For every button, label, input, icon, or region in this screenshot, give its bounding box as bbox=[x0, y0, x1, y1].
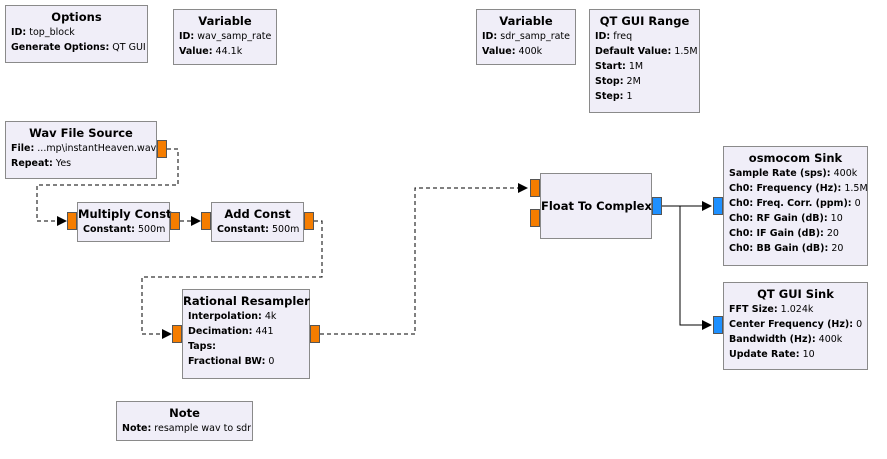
block-title: Wav File Source bbox=[29, 126, 133, 140]
add-const-in-port[interactable] bbox=[201, 212, 211, 230]
wire-resampler-to-f2c bbox=[320, 183, 528, 335]
param-note: Note: resample wav to sdr bbox=[122, 423, 252, 434]
multiply-const-out-port[interactable] bbox=[170, 212, 180, 230]
param-constant: Constant: 500m bbox=[217, 224, 300, 235]
param-interpolation: Interpolation: 4k bbox=[188, 311, 277, 322]
block-title: osmocom Sink bbox=[748, 151, 843, 165]
block-title: Variable bbox=[499, 14, 553, 28]
wav-file-source-out-port[interactable] bbox=[157, 140, 167, 158]
param-value: Value: 400k bbox=[482, 46, 543, 57]
param-id: ID: sdr_samp_rate bbox=[482, 31, 571, 42]
param-stop: Stop: 2M bbox=[595, 76, 641, 87]
multiply-const-block[interactable]: Multiply Const Constant: 500m bbox=[77, 202, 172, 242]
block-title: Rational Resampler bbox=[183, 294, 310, 308]
osmocom-sink-block[interactable]: osmocom Sink Sample Rate (sps): 400k Ch0… bbox=[723, 146, 868, 266]
variable-sdr-samp-rate-block[interactable]: Variable ID: sdr_samp_rate Value: 400k bbox=[476, 9, 576, 65]
options-block[interactable]: Options ID: top_block Generate Options: … bbox=[5, 5, 148, 63]
block-title: Variable bbox=[198, 14, 252, 28]
param-default-value: Default Value: 1.5M bbox=[595, 46, 698, 57]
add-const-block[interactable]: Add Const Constant: 500m bbox=[211, 202, 304, 242]
param-id: ID: wav_samp_rate bbox=[179, 31, 272, 42]
param-if-gain: Ch0: IF Gain (dB): 20 bbox=[729, 228, 839, 239]
param-generate-options: Generate Options: QT GUI bbox=[11, 42, 146, 53]
param-bb-gain: Ch0: BB Gain (dB): 20 bbox=[729, 243, 844, 254]
float-to-complex-out-port[interactable] bbox=[652, 197, 662, 215]
variable-wav-samp-rate-block[interactable]: Variable ID: wav_samp_rate Value: 44.1k bbox=[173, 9, 277, 65]
param-id: ID: freq bbox=[595, 31, 633, 42]
param-file: File: ...mp\instantHeaven.wav bbox=[11, 143, 157, 154]
wire-wav-to-multiply bbox=[36, 148, 179, 226]
qt-gui-sink-in-port[interactable] bbox=[713, 316, 723, 334]
wire-add-to-resampler bbox=[141, 220, 323, 339]
param-freq-corr: Ch0: Freq. Corr. (ppm): 0 bbox=[729, 198, 861, 209]
param-center-frequency: Center Frequency (Hz): 0 bbox=[729, 319, 863, 330]
param-sample-rate: Sample Rate (sps): 400k bbox=[729, 168, 858, 179]
float-to-complex-in-port-1[interactable] bbox=[530, 209, 540, 227]
add-const-out-port[interactable] bbox=[304, 212, 314, 230]
block-title: Note bbox=[169, 406, 200, 420]
multiply-const-in-port[interactable] bbox=[67, 212, 77, 230]
qt-gui-sink-block[interactable]: QT GUI Sink FFT Size: 1.024k Center Freq… bbox=[723, 282, 868, 370]
block-title: Add Const bbox=[224, 207, 291, 221]
rational-resampler-out-port[interactable] bbox=[310, 325, 320, 343]
rational-resampler-in-port[interactable] bbox=[172, 325, 182, 343]
param-decimation: Decimation: 441 bbox=[188, 326, 274, 337]
param-update-rate: Update Rate: 10 bbox=[729, 349, 815, 360]
block-title: QT GUI Range bbox=[599, 14, 690, 28]
param-fractional-bw: Fractional BW: 0 bbox=[188, 356, 275, 367]
param-frequency: Ch0: Frequency (Hz): 1.5M bbox=[729, 183, 868, 194]
param-taps: Taps: bbox=[188, 341, 216, 352]
param-constant: Constant: 500m bbox=[83, 224, 166, 235]
param-rf-gain: Ch0: RF Gain (dB): 10 bbox=[729, 213, 843, 224]
param-step: Step: 1 bbox=[595, 91, 633, 102]
block-title: QT GUI Sink bbox=[757, 287, 834, 301]
qt-gui-range-block[interactable]: QT GUI Range ID: freq Default Value: 1.5… bbox=[589, 9, 700, 113]
wire-f2c-to-qtsink bbox=[679, 206, 712, 330]
block-title: Multiply Const bbox=[78, 207, 172, 221]
param-fft-size: FFT Size: 1.024k bbox=[729, 304, 814, 315]
float-to-complex-in-port-0[interactable] bbox=[530, 179, 540, 197]
osmocom-sink-in-port[interactable] bbox=[713, 197, 723, 215]
rational-resampler-block[interactable]: Rational Resampler Interpolation: 4k Dec… bbox=[182, 289, 310, 379]
note-block[interactable]: Note Note: resample wav to sdr bbox=[116, 401, 253, 441]
param-id: ID: top_block bbox=[11, 27, 75, 38]
float-to-complex-block[interactable]: Float To Complex bbox=[540, 173, 652, 239]
param-repeat: Repeat: Yes bbox=[11, 158, 72, 169]
block-title: Float To Complex bbox=[541, 199, 652, 213]
param-value: Value: 44.1k bbox=[179, 46, 243, 57]
wav-file-source-block[interactable]: Wav File Source File: ...mp\instantHeave… bbox=[5, 121, 157, 179]
param-bandwidth: Bandwidth (Hz): 400k bbox=[729, 334, 843, 345]
block-title: Options bbox=[51, 10, 102, 24]
param-start: Start: 1M bbox=[595, 61, 644, 72]
